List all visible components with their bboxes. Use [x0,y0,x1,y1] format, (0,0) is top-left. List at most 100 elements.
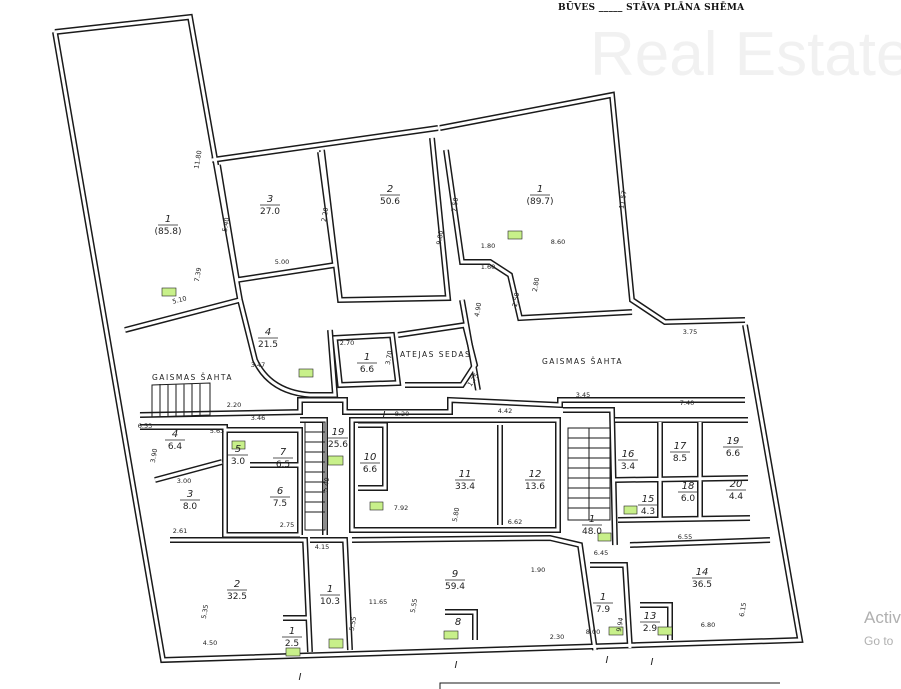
dimension-label: 5.55 [409,598,419,614]
wall-inner [590,563,632,649]
room-labels: 1(85.8)327.0250.61(89.7)421.516.646.438.… [154,184,746,649]
room-area: 33.4 [455,482,475,492]
dimension-label: 6.55 [678,533,692,541]
room-number: 11 [459,469,472,480]
dimension-label: 3.70 [384,350,394,366]
room-number: 5 [235,444,241,455]
room-number: 16 [622,449,635,460]
green-tag [298,368,314,378]
section-mark: I [383,410,386,421]
dimension-label: 5.40 [221,217,231,233]
wall [140,424,300,538]
wall-inner [124,298,241,332]
room-number: 1 [289,626,295,637]
section-mark: I [299,672,302,683]
stairs [151,382,611,531]
room-number: 3 [187,489,193,500]
green-tag [507,230,523,240]
room-area: 13.6 [525,482,545,492]
dimension-label: 3.46 [251,414,265,422]
section-mark: I [455,660,458,671]
room-area: 2.9 [643,624,658,634]
room-area: 48.0 [582,527,602,537]
dimension-label: 7.92 [394,504,408,512]
wall-inner [225,428,302,535]
room-number: 20 [730,479,743,490]
green-tag [231,440,246,450]
dimension-label: 2.75 [280,521,294,529]
room-area: 7.9 [596,605,611,615]
room-area: 4.3 [641,507,655,517]
green-tag [657,626,673,636]
dimension-label: 6.15 [738,602,748,618]
dimension-label: 6.62 [508,518,522,526]
wall-inner [629,538,771,547]
room-area: 6.6 [363,465,378,475]
wall-inner [350,418,560,532]
room-number: 17 [674,441,687,452]
plan-title: BŪVES _____ STĀVA PLĀNA SHĒMA [558,3,745,13]
dimension-label: 2.20 [320,207,330,223]
room-number: 15 [642,494,655,505]
green-tag [328,638,344,649]
wall-inner [460,299,480,391]
room-number: 12 [529,469,542,480]
room-number: 19 [727,436,740,447]
section-marks: I I I I I [299,410,654,683]
room-number: 1 [600,592,606,603]
wall-inner [563,408,617,546]
wall-inner [310,538,352,651]
dimension-label: 5.63 [210,427,224,435]
dimension-label: 8.00 [586,628,600,636]
dimension-label: 11.57 [617,190,628,210]
dimension-label: 3.47 [251,361,265,369]
light-shaft-label: GAISMAS ŠAHTA [152,373,233,382]
light-shaft-label: GAISMAS ŠAHTA [542,357,623,366]
green-tag [443,630,459,640]
wall-inner [358,423,387,490]
dimension-label: 4.42 [498,407,512,415]
dimension-label: 9.94 [615,617,625,633]
plan-tags [161,230,673,657]
room-area: 21.5 [258,340,278,350]
dimension-label: 5.80 [451,507,461,523]
room-number: 2 [387,184,393,195]
room-number: 10 [364,452,377,463]
dimension-label: 6.80 [701,621,715,629]
room-number: 4 [172,429,178,440]
room-number: 1 [327,584,333,595]
room-area: 10.3 [320,597,340,607]
dimension-label: 3.00 [177,477,191,485]
wall-inner [140,425,300,537]
green-tag [161,287,177,297]
wall [52,31,804,664]
room-area: 8.0 [183,502,198,512]
room-area: 6.6 [726,449,741,459]
room-number: 8 [455,617,461,628]
dimension-label: 6.45 [594,549,608,557]
dimension-label: 1.80 [481,242,495,250]
walls [52,13,804,664]
room-number: 3 [267,194,273,205]
room-number: 1 [364,352,370,363]
section-mark: I [606,655,609,666]
wall-inner [216,151,337,282]
room-area: 6.5 [276,460,290,470]
green-tag [608,626,624,636]
wall-inner [351,536,597,651]
dimension-label: 2.80 [531,277,541,293]
room-number: 2 [234,579,240,590]
dimension-label: 7.40 [680,399,694,407]
dimension-label: 8.20 [395,410,409,418]
room-area: 6.4 [168,442,183,452]
green-tag [327,455,344,466]
room-area: (85.8) [154,227,181,237]
dimension-label: 3.75 [683,328,697,336]
room-area: 6.6 [360,365,375,375]
dimension-label: 2.20 [227,401,241,409]
wall-inner [53,31,802,662]
wall-inner [211,126,439,162]
green-tag [369,501,384,511]
section-mark: I [651,657,654,668]
room-number: 1 [537,184,543,195]
